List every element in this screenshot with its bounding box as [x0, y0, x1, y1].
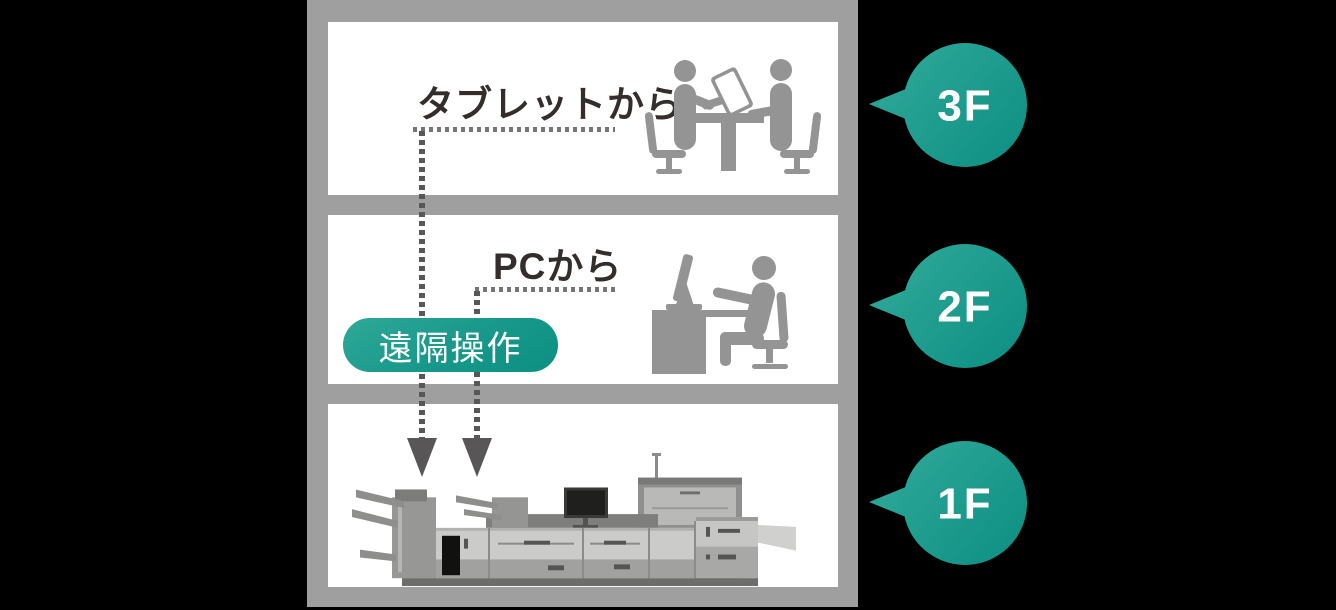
- production-printer-icon: [352, 452, 796, 587]
- remote-operation-pill: 遠隔操作: [343, 318, 558, 372]
- pc-desk-icon: [652, 254, 789, 374]
- arrow-down-icon: [407, 438, 437, 477]
- tablet-label: タブレットから: [417, 84, 683, 125]
- badge-label-3f: 3F: [937, 82, 992, 131]
- tablet-meeting-icon: [644, 59, 822, 174]
- badge-label-2f: 2F: [937, 283, 992, 332]
- floor-badge-1f: 1F: [869, 441, 1027, 565]
- floor-badge-3f: 3F: [869, 43, 1027, 167]
- tablet-dotted-line-horizontal: [413, 127, 615, 132]
- arrow-down-icon: [462, 438, 492, 477]
- floor-badge-2f: 2F: [869, 244, 1027, 368]
- badge-label-1f: 1F: [937, 480, 992, 529]
- pc-dotted-line-horizontal: [475, 287, 616, 292]
- pc-label: PCから: [493, 246, 623, 287]
- tablet-dotted-line-vertical: [419, 131, 425, 438]
- floor-panel-3f: [328, 22, 838, 195]
